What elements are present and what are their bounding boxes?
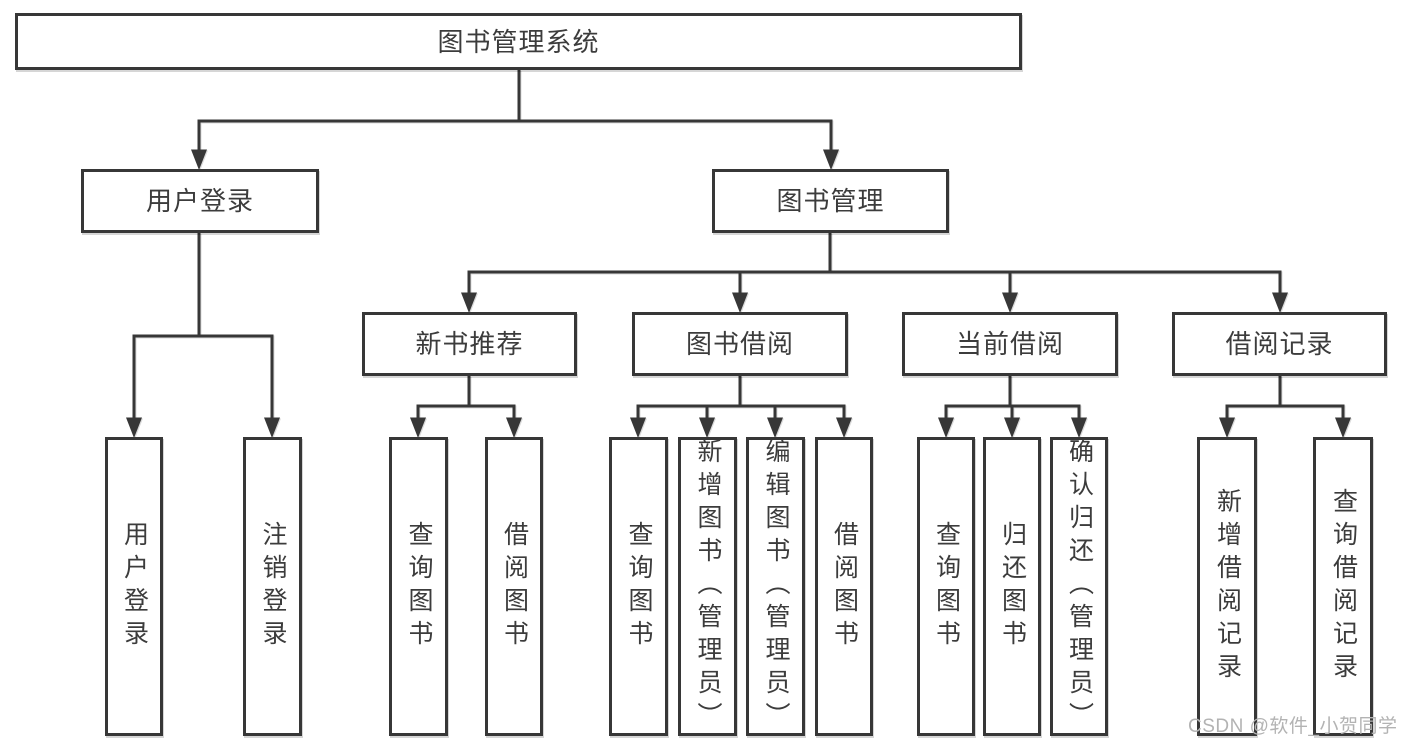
node-book-management-label: 图书管理 xyxy=(776,186,885,216)
node-new-book-recommend-label: 新书推荐 xyxy=(415,329,524,359)
node-leaf-user-login: 用户登录 xyxy=(105,437,163,736)
node-borrow-records-label: 借阅记录 xyxy=(1225,329,1334,359)
node-borrow-records: 借阅记录 xyxy=(1172,312,1387,376)
node-leaf-bb-query-books: 查询图书 xyxy=(609,437,668,736)
node-leaf-add-borrow-record-label: 新增借阅记录 xyxy=(1213,487,1242,686)
node-leaf-cb-query-books-label: 查询图书 xyxy=(932,520,961,653)
node-leaf-bb-borrow-books-label: 借阅图书 xyxy=(830,520,859,653)
node-book-management: 图书管理 xyxy=(712,169,949,233)
node-leaf-edit-book-admin-label: 编辑图书（管理员） xyxy=(762,438,790,735)
node-leaf-logout: 注销登录 xyxy=(243,437,302,736)
node-leaf-add-book-admin: 新增图书（管理员） xyxy=(678,437,737,736)
node-leaf-cb-query-books: 查询图书 xyxy=(917,437,975,736)
node-current-borrow-label: 当前借阅 xyxy=(955,329,1064,359)
node-leaf-user-login-label: 用户登录 xyxy=(120,520,149,653)
node-leaf-return-book-label: 归还图书 xyxy=(998,520,1027,653)
node-leaf-confirm-return-admin-label: 确认归还（管理员） xyxy=(1065,438,1094,735)
node-leaf-query-borrow-record-label: 查询借阅记录 xyxy=(1329,487,1358,686)
node-leaf-query-borrow-record: 查询借阅记录 xyxy=(1313,437,1373,736)
node-user-login: 用户登录 xyxy=(81,169,319,233)
node-leaf-bb-borrow-books: 借阅图书 xyxy=(815,437,873,736)
node-root-label: 图书管理系统 xyxy=(437,26,600,57)
node-new-book-recommend: 新书推荐 xyxy=(362,312,577,376)
node-leaf-nb-borrow-books-label: 借阅图书 xyxy=(500,520,529,653)
arrowheads xyxy=(126,149,1351,438)
node-leaf-nb-query-books: 查询图书 xyxy=(389,437,448,736)
node-current-borrow: 当前借阅 xyxy=(902,312,1118,376)
node-leaf-add-book-admin-label: 新增图书（管理员） xyxy=(694,438,722,735)
node-leaf-nb-borrow-books: 借阅图书 xyxy=(485,437,543,736)
node-leaf-confirm-return-admin: 确认归还（管理员） xyxy=(1050,437,1108,736)
node-leaf-return-book: 归还图书 xyxy=(983,437,1041,736)
node-root: 图书管理系统 xyxy=(15,13,1022,70)
node-leaf-add-borrow-record: 新增借阅记录 xyxy=(1197,437,1257,736)
csdn-watermark: CSDN @软件_小贺同学 xyxy=(1188,716,1398,737)
connector-elbow-lines xyxy=(132,70,1345,419)
node-leaf-logout-label: 注销登录 xyxy=(259,520,287,653)
node-leaf-bb-query-books-label: 查询图书 xyxy=(625,520,653,653)
node-book-borrow-label: 图书借阅 xyxy=(685,329,794,359)
node-user-login-label: 用户登录 xyxy=(145,186,254,216)
node-book-borrow: 图书借阅 xyxy=(632,312,848,376)
node-leaf-edit-book-admin: 编辑图书（管理员） xyxy=(746,437,805,736)
node-leaf-nb-query-books-label: 查询图书 xyxy=(405,520,433,653)
